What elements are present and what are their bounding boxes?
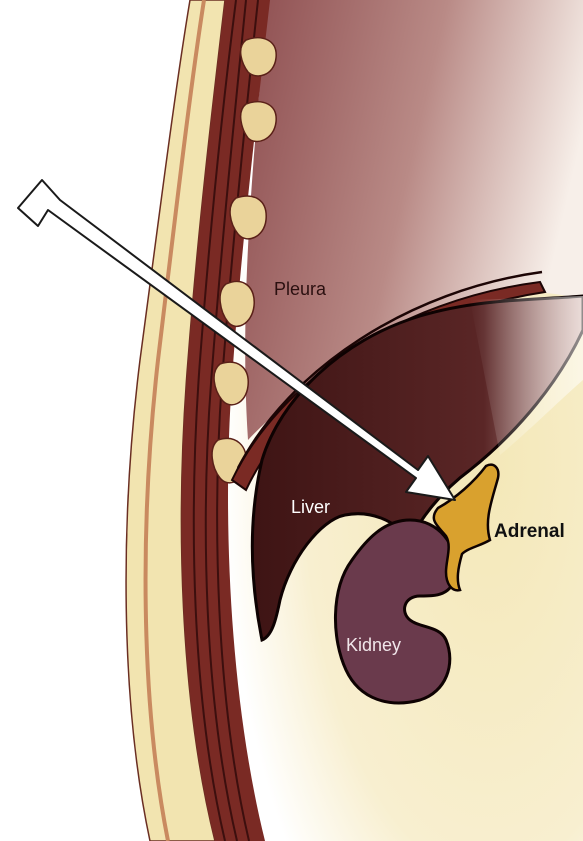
liver-fade (470, 296, 583, 455)
rib-segment (239, 37, 277, 77)
label-kidney: Kidney (346, 635, 401, 655)
pleural-cavity (245, 0, 583, 440)
rib-segment (229, 195, 267, 240)
adrenal-gland (432, 463, 500, 592)
rib-segment (213, 361, 249, 406)
kidney (333, 518, 458, 705)
needle-arrow (17, 179, 456, 501)
label-adrenal: Adrenal (494, 521, 565, 542)
muscle-fiber-line (204, 0, 247, 841)
label-pleura: Pleura (274, 279, 327, 299)
rib-segment (239, 101, 277, 143)
chest-wall-muscle (181, 0, 270, 841)
diaphragm-line (236, 270, 543, 469)
muscle-fiber-line (192, 0, 237, 841)
label-liver: Liver (291, 497, 330, 517)
skin-outer-line (143, 0, 206, 841)
rib-segment (219, 280, 255, 327)
